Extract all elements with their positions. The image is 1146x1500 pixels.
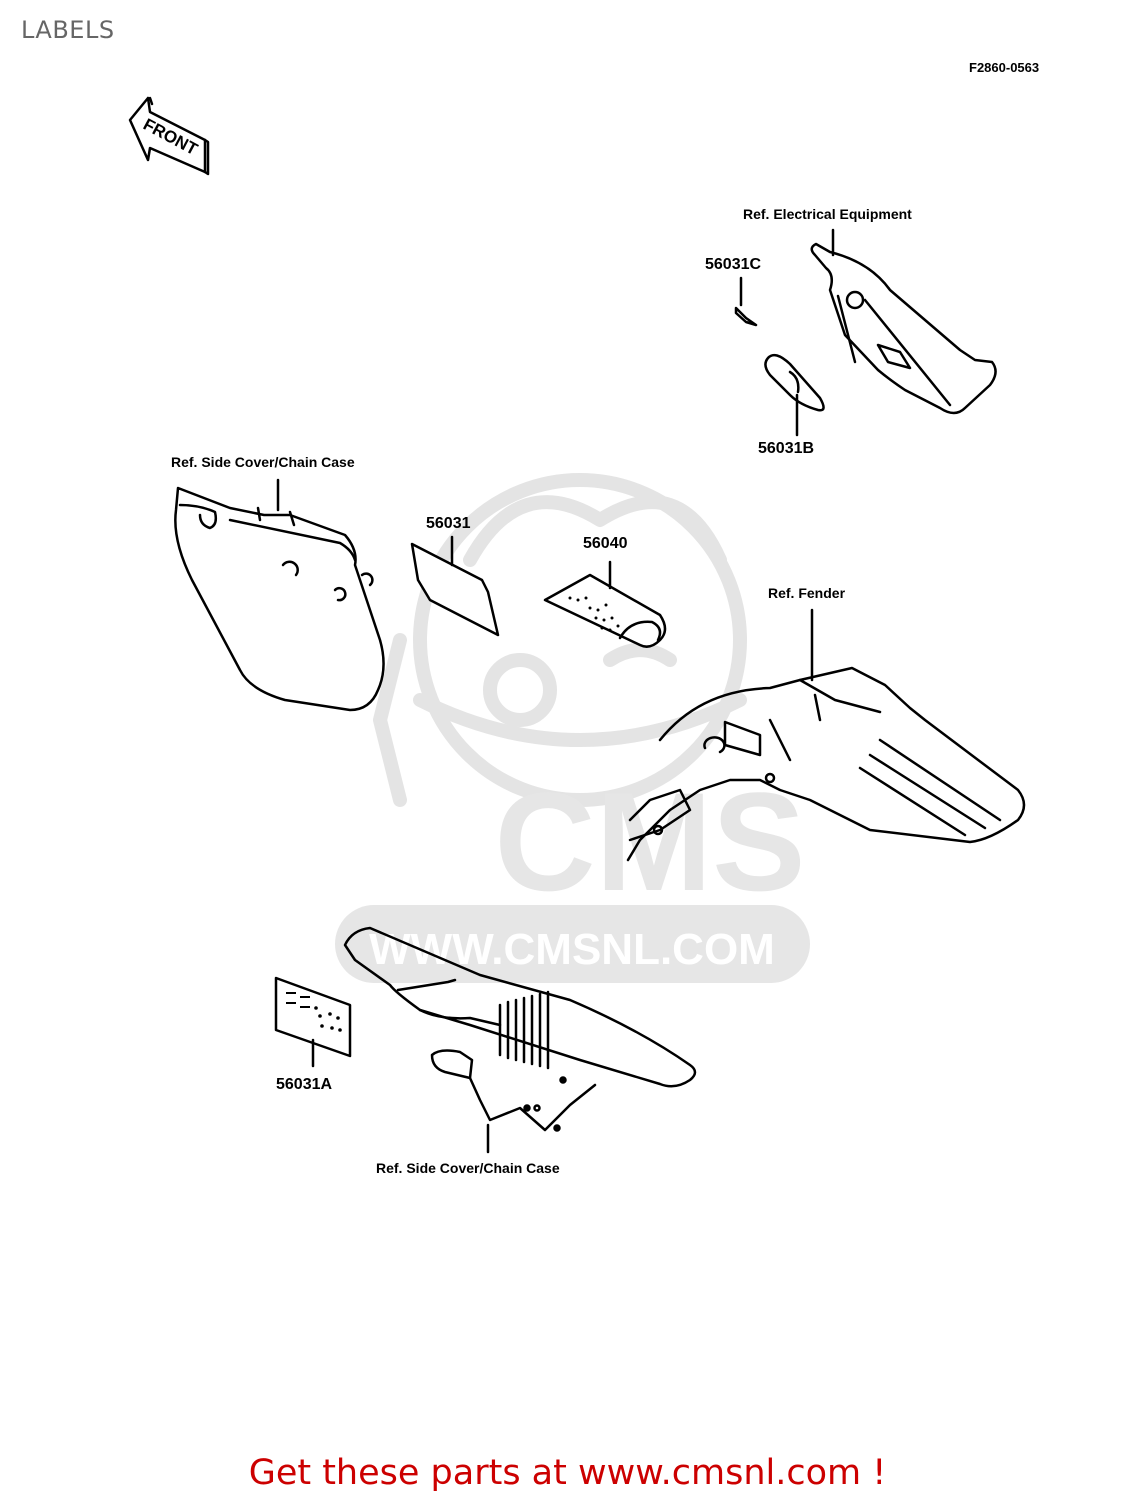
part-number-56031[interactable]: 56031 xyxy=(426,515,471,532)
footer-promo-text[interactable]: Get these parts at www.cmsnl.com ! xyxy=(248,1453,887,1493)
front-arrow-icon: FRONT xyxy=(128,96,210,176)
part-number-56040[interactable]: 56040 xyxy=(583,535,628,552)
callout-ref-fender: Ref. Fender xyxy=(768,585,846,601)
callout-ref-side-cover-top: Ref. Side Cover/Chain Case xyxy=(171,454,355,470)
rear-fender xyxy=(626,608,1026,862)
page-title: LABELS xyxy=(21,16,115,44)
svg-text:WWW.CMSNL.COM: WWW.CMSNL.COM xyxy=(369,925,775,974)
label-56031C-shape xyxy=(734,306,758,327)
label-56031A-shape xyxy=(274,976,352,1068)
footer-promo-link[interactable]: Get these parts at www.cmsnl.com ! xyxy=(0,1453,1146,1493)
callout-ref-electrical-equipment: Ref. Electrical Equipment xyxy=(743,206,912,222)
label-56031B-shape xyxy=(764,353,825,437)
diagram-code: F2860-0563 xyxy=(969,60,1040,75)
part-number-56031A[interactable]: 56031A xyxy=(276,1076,333,1093)
label-56031-shape xyxy=(410,535,500,637)
part-number-56031C[interactable]: 56031C xyxy=(705,256,762,273)
chain-case xyxy=(343,926,697,1154)
callout-ref-side-cover-bottom: Ref. Side Cover/Chain Case xyxy=(376,1160,560,1176)
label-56040-shape xyxy=(543,560,667,648)
part-number-56031B[interactable]: 56031B xyxy=(758,440,815,457)
side-cover-top xyxy=(174,478,385,712)
svg-text:CMS: CMS xyxy=(494,763,805,920)
electrical-bracket xyxy=(810,228,997,415)
